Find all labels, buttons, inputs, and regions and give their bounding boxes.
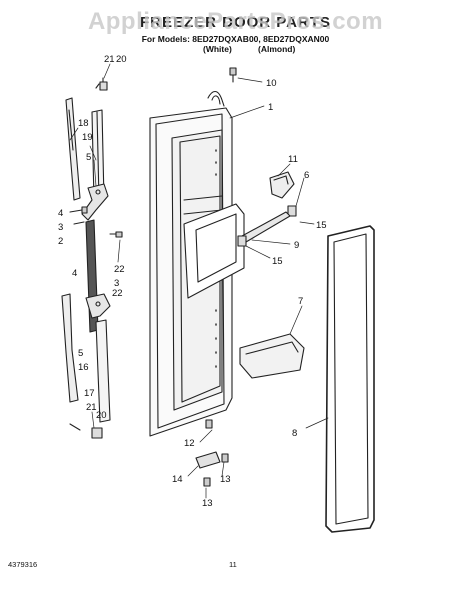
- callout-22-lower: 22: [112, 288, 123, 299]
- callout-1: 1: [268, 102, 273, 113]
- callout-16: 16: [78, 362, 89, 373]
- chute-11: [269, 171, 295, 199]
- bracket-6: [287, 205, 297, 217]
- callout-14: 14: [172, 474, 183, 485]
- callout-10: 10: [266, 78, 277, 89]
- top-hinge-parts: [95, 77, 108, 91]
- upper-hinge-bracket: [81, 183, 109, 221]
- bottom-hinge-parts: [69, 423, 103, 439]
- models-line: For Models: 8ED27DQXAB00, 8ED27DQXAN00: [141, 34, 330, 44]
- callout-11: 11: [288, 154, 298, 165]
- callout-13-right: 13: [220, 474, 231, 485]
- callout-3-upper: 3: [58, 222, 63, 233]
- doc-number: 4379316: [8, 560, 38, 569]
- callout-6: 6: [304, 170, 309, 181]
- callout-18: 18: [78, 118, 89, 129]
- trim-strip-18: [65, 97, 81, 201]
- screw-4-upper: [69, 206, 88, 214]
- callout-4-upper: 4: [58, 208, 63, 219]
- callout-4-lower: 4: [72, 268, 77, 279]
- callout-19: 19: [82, 132, 93, 143]
- callout-2: 2: [58, 236, 63, 247]
- callout-20-bottom: 20: [96, 410, 107, 421]
- variant-almond: (Almond): [258, 44, 296, 54]
- callout-15-lower: 15: [272, 256, 283, 267]
- callout-5-upper: 5: [86, 152, 91, 163]
- screw-22-upper: [109, 231, 123, 238]
- callout-8: 8: [292, 428, 297, 439]
- callout-3-lower: 3: [114, 278, 119, 289]
- hinge-cover-17: [95, 319, 111, 423]
- bottom-hinge-12-14: [195, 419, 229, 487]
- callout-9: 9: [294, 240, 299, 251]
- callout-5-lower: 5: [78, 348, 83, 359]
- door-shelf-7: [239, 333, 305, 379]
- callout-21-bottom: 21: [86, 402, 97, 413]
- leader-lines: [69, 63, 329, 499]
- page-number: 11: [229, 560, 237, 569]
- variant-white: (White): [203, 44, 232, 54]
- callout-12: 12: [184, 438, 195, 449]
- watermark: AppliancePartsPros.com: [87, 8, 384, 35]
- freezer-door: [149, 90, 245, 437]
- screw-3-upper: [73, 221, 85, 225]
- callout-21-top: 21: [104, 54, 115, 65]
- screw-10: [229, 67, 237, 83]
- diagram-title: FREEZER DOOR PARTS: [139, 14, 332, 31]
- callout-15-upper: 15: [316, 220, 327, 231]
- guide-rail-9: [237, 211, 291, 247]
- callout-20-top: 20: [116, 54, 127, 65]
- lower-hinge-bracket: [85, 293, 111, 319]
- callout-labels: 21 20 10 1 18 19 5 11 6 4 15 3 9 2 22 15…: [58, 54, 327, 509]
- callout-22-upper: 22: [114, 264, 125, 275]
- callout-7: 7: [298, 296, 303, 307]
- callout-13-bottom: 13: [202, 498, 213, 509]
- trim-strip-16: [61, 293, 79, 403]
- callout-17: 17: [84, 388, 95, 399]
- door-gasket-8: [325, 225, 375, 533]
